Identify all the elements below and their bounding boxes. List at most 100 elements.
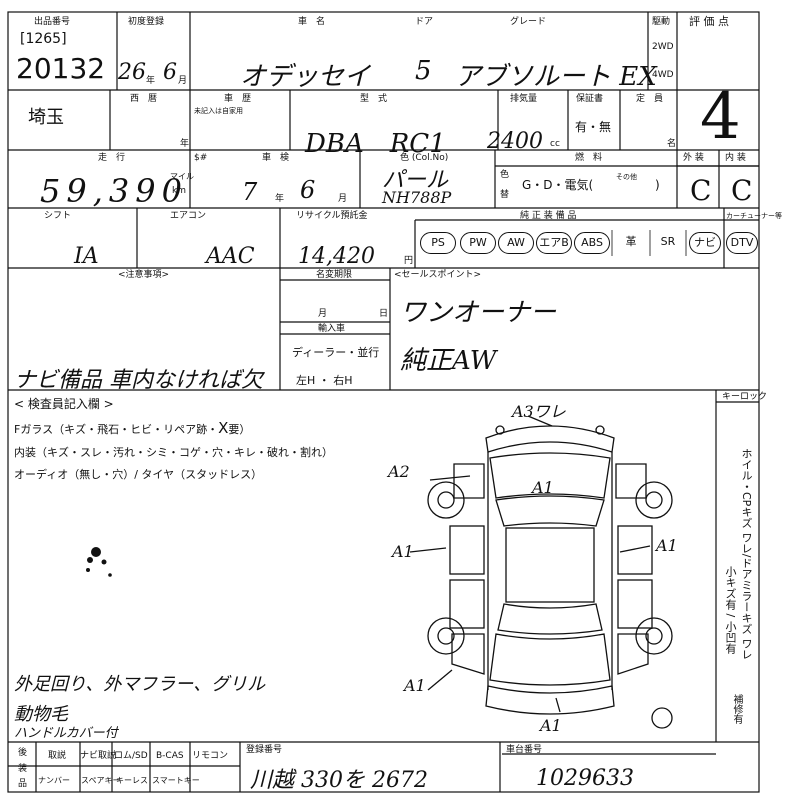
reg-no-value: 川越 330を 2672: [250, 768, 428, 793]
equip-dtv: DTV: [726, 232, 758, 254]
region-value: 埼玉: [28, 107, 64, 128]
caution-label: <注意事項>: [118, 270, 170, 280]
damage-right-side: A1: [656, 536, 678, 555]
make-value: オデッセイ: [240, 62, 371, 92]
model-value: DBA RC1: [305, 129, 446, 159]
exterior-label: 外 装: [683, 153, 704, 163]
keylock-vertical-1: ホイル・CPキズ ワレ/ドアミラーキズ ワレ: [740, 448, 753, 661]
keylock-label: キーロック: [722, 392, 768, 402]
score-label: 評 価 点: [689, 15, 729, 28]
inspection-title: < 検査員記入欄 >: [14, 397, 114, 411]
damage-left-rear: A1: [404, 676, 426, 695]
expiry-label: 名変期限: [316, 270, 353, 280]
equip-sunroof: SR: [660, 235, 676, 248]
recycle-label: リサイクル預託金: [296, 211, 368, 221]
first-reg-month-unit: 月: [178, 76, 188, 86]
damage-top: A3ワレ: [512, 402, 566, 421]
color-side-label-2: 替: [500, 190, 510, 200]
capacity-unit: 名: [667, 139, 677, 149]
door-value: 5: [415, 56, 432, 86]
audio-line: オーディオ（無し・穴）/ タイヤ（スタッドレス）: [14, 468, 263, 481]
shift-value: IA: [74, 244, 99, 269]
exterior-value: C: [690, 174, 712, 207]
fuel-label: 燃 料: [575, 153, 603, 163]
equip-leather: 革: [625, 235, 637, 248]
interior-line: 内装（キズ・スレ・汚れ・シミ・コゲ・穴・キレ・破れ・割れ）: [14, 446, 333, 459]
lot-number: 20132: [16, 52, 106, 85]
score-value: 4: [700, 80, 741, 154]
fuel-options: G・D・電気(: [522, 178, 594, 192]
ac-label: エアコン: [170, 211, 207, 221]
equip-ps: PS: [420, 232, 456, 254]
interior-label: 内 装: [725, 153, 746, 163]
make-label: 車 名: [298, 17, 326, 27]
damage-left-side: A1: [392, 542, 414, 561]
notes-line-3: ハンドルカバー付: [14, 726, 118, 741]
chassis-label: 車台番号: [506, 745, 543, 755]
footer-item-manual: 取説: [48, 751, 67, 761]
color-label: 色 (Col.No): [400, 153, 449, 163]
capacity-label: 定 員: [636, 94, 664, 104]
first-reg-year-unit: 年: [146, 76, 156, 86]
era-year-unit: 年: [180, 139, 190, 149]
displacement-unit: cc: [550, 139, 560, 149]
history-label: 車 歴: [224, 94, 252, 104]
footer-item-keyless: キーレス: [116, 776, 148, 785]
damage-roof: A1: [532, 478, 554, 497]
sales-label: <セールスポイント>: [394, 270, 482, 280]
first-reg-year: 26: [118, 60, 146, 85]
caution-text: ナビ備品 車内なければ欠: [14, 368, 263, 393]
damage-bottom: A1: [540, 716, 562, 735]
expiry-month: 月: [318, 309, 328, 319]
color-value: パール: [382, 168, 449, 193]
inspection-month: 6: [300, 176, 316, 204]
equip-navi: ナビ: [689, 232, 721, 254]
color-code: NH788P: [382, 188, 452, 207]
first-reg-month: 6: [163, 60, 177, 85]
notes-line-1: 外足回り、外マフラー、グリル: [14, 674, 266, 695]
interior-value: C: [731, 174, 753, 207]
footer-label-2: 装: [18, 764, 28, 774]
inspection-year-unit: 年: [275, 194, 285, 204]
footer-item-rom: ロム/SD: [114, 751, 148, 761]
ac-value: AAC: [206, 244, 255, 269]
warranty-label: 保証書: [576, 94, 604, 104]
inspection-year: 7: [242, 178, 258, 206]
mileage-value: 59,390: [40, 172, 188, 210]
mileage-unit-km: km: [172, 186, 186, 196]
footer-item-remote: リモコン: [192, 751, 229, 761]
chassis-value: 1029633: [536, 766, 634, 791]
footer-item-smartkey: スマートキー: [152, 776, 200, 785]
recycle-value: 14,420: [298, 244, 375, 269]
footer-item-spare-key: スペアキー: [81, 776, 121, 785]
reg-no-label: 登録番号: [246, 745, 283, 755]
history-sub: 未記入は自家用: [194, 107, 243, 115]
shift-label: シフト: [44, 211, 72, 221]
footer-item-navi-manual: ナビ取説: [80, 751, 117, 761]
mileage-label: 走 行: [98, 153, 126, 163]
sales-point-2: 純正AW: [400, 346, 497, 376]
displacement-label: 排気量: [510, 94, 538, 104]
import-label: 輸入車: [318, 324, 346, 334]
tuner-label: カーチューナー等: [726, 212, 782, 220]
grade-label: グレード: [510, 17, 547, 27]
glass-x: X: [218, 419, 229, 437]
keylock-vertical-2: 小キズ有 / 小凹有: [724, 566, 737, 654]
footer-item-plate: ナンバー: [38, 776, 70, 785]
equip-aw: AW: [498, 232, 534, 254]
keylock-vertical-3: 補修有: [731, 694, 742, 724]
era-label: 西 暦: [130, 94, 158, 104]
glass-line: Fガラス（キズ・飛石・ヒビ・リペア跡・X要）: [14, 421, 250, 437]
grade-value: アブソルート EX: [455, 62, 657, 92]
displacement-value: 2400: [487, 129, 543, 154]
import-side: 左H ・ 右H: [296, 374, 353, 387]
glass-line-text: Fガラス（キズ・飛石・ヒビ・リペア跡・: [14, 423, 219, 436]
footer-label-1: 後: [18, 748, 28, 758]
footer-label-3: 品: [18, 779, 28, 789]
model-label: 型 式: [360, 94, 388, 104]
lot-sub: [1265]: [20, 31, 67, 47]
fuel-other: その他: [616, 173, 637, 181]
